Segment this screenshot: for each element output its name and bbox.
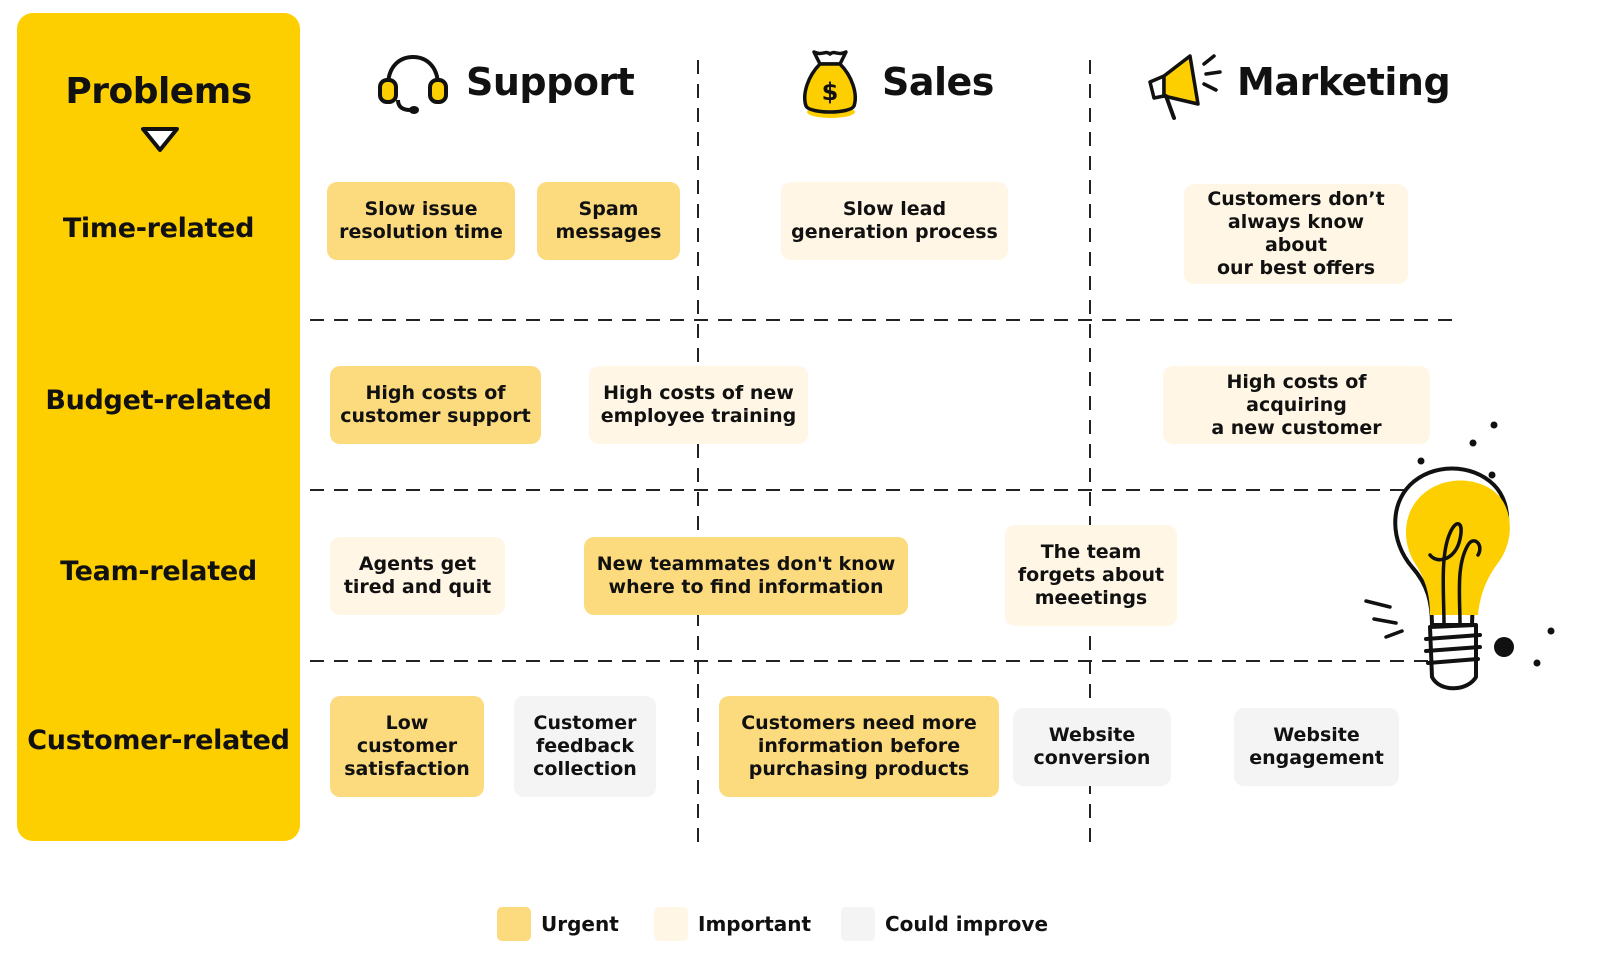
legend-label: Could improve <box>885 912 1049 936</box>
legend-item-important: Important <box>654 907 811 941</box>
column-header-support: Support <box>466 60 635 104</box>
legend-item-could-improve: Could improve <box>841 907 1048 941</box>
legend-swatch-important <box>654 907 688 941</box>
problem-card: Slow issue resolution time <box>327 182 515 260</box>
column-header-sales: Sales <box>882 60 994 104</box>
legend-item-urgent: Urgent <box>497 907 619 941</box>
problem-card: New teammates don't know where to find i… <box>584 537 908 615</box>
row-label-team: Team-related <box>60 556 257 587</box>
problem-card: Customers don’t always know about our be… <box>1184 184 1408 284</box>
megaphone-icon <box>1148 54 1222 120</box>
column-header-marketing: Marketing <box>1237 60 1451 104</box>
problem-card: High costs of acquiring a new customer <box>1163 366 1430 444</box>
problem-card: Website conversion <box>1013 708 1171 786</box>
legend-swatch-could-improve <box>841 907 875 941</box>
headset-icon <box>378 54 448 114</box>
problems-sidebar: Problems Time-related Budget-related Tea… <box>17 13 300 841</box>
lightbulb-icon <box>1364 421 1555 691</box>
problem-card: High costs of customer support <box>330 366 541 444</box>
problem-card: Customer feedback collection <box>514 696 656 797</box>
legend-swatch-urgent <box>497 907 531 941</box>
problem-card: The team forgets about meeetings <box>1005 525 1177 626</box>
row-label-customer: Customer-related <box>27 725 290 756</box>
legend-label: Urgent <box>541 912 619 936</box>
money-bag-icon: $ <box>803 50 857 118</box>
caret-down-icon <box>141 127 179 152</box>
row-label-time: Time-related <box>62 213 255 244</box>
problem-card: Agents get tired and quit <box>330 537 505 615</box>
sidebar-title: Problems <box>65 71 252 112</box>
problem-card: High costs of new employee training <box>589 366 808 444</box>
problem-card: Customers need more information before p… <box>719 696 999 797</box>
problem-card: Slow lead generation process <box>781 182 1008 260</box>
legend-label: Important <box>698 912 812 936</box>
row-label-budget: Budget-related <box>45 385 272 416</box>
problem-card: Website engagement <box>1234 708 1399 786</box>
problem-card: Spam messages <box>537 182 680 260</box>
svg-text:$: $ <box>822 78 839 106</box>
problem-card: Low customer satisfaction <box>330 696 484 797</box>
